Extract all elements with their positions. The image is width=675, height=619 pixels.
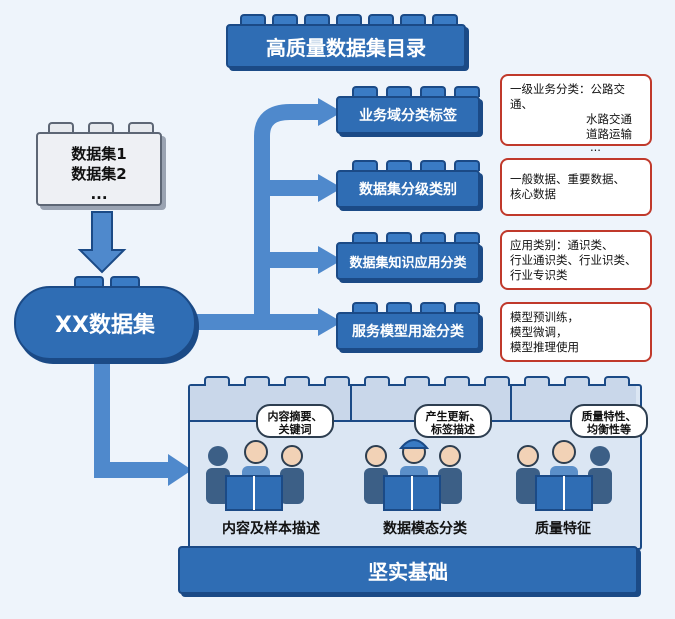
caption-modality: 数据模态分类 bbox=[383, 521, 467, 537]
branch-label: 业务域分类标签 bbox=[359, 108, 457, 124]
reader-group-3 bbox=[516, 440, 612, 511]
people-illustrations bbox=[206, 439, 612, 511]
dataset-item-2: 数据集2 bbox=[71, 165, 127, 183]
bubble-update-labels: 产生更新、标签描述 bbox=[414, 404, 492, 438]
foundation-label: 坚实基础 bbox=[368, 559, 448, 584]
branch-business-domain[interactable]: 业务域分类标签 bbox=[336, 96, 480, 134]
foundation-arrow-path bbox=[94, 355, 168, 478]
hub-node[interactable]: XX数据集 bbox=[14, 286, 196, 360]
dataset-item-more: ... bbox=[90, 185, 108, 203]
branch-trunk bbox=[190, 136, 270, 330]
branch-model-usage[interactable]: 服务模型用途分类 bbox=[336, 312, 480, 350]
note-business-domain: 一级业务分类：公路交通、 水路交通 道路运输 ... bbox=[500, 74, 652, 153]
branch-label: 数据集分级类别 bbox=[359, 182, 457, 198]
foundation-base: 坚实基础 bbox=[178, 546, 638, 594]
reader-group-2 bbox=[364, 439, 462, 511]
caption-content-sample: 内容及样本描述 bbox=[222, 521, 320, 537]
note-model-usage: 模型预训练， 模型微调， 模型推理使用 bbox=[500, 302, 652, 362]
arrow-branch-3 bbox=[318, 246, 342, 274]
reader-group-1 bbox=[206, 440, 304, 511]
arrow-down-to-hub bbox=[77, 211, 127, 274]
arrow-branch-2 bbox=[318, 174, 342, 202]
caption-quality: 质量特征 bbox=[535, 521, 591, 537]
bubble-quality: 质量特性、均衡性等 bbox=[570, 404, 648, 438]
hub-label: XX数据集 bbox=[55, 313, 155, 338]
note-knowledge-application: 应用类别：通识类、 行业通识类、行业识类、 行业专识类 bbox=[500, 230, 652, 290]
branch-knowledge-application[interactable]: 数据集知识应用分类 bbox=[336, 242, 480, 280]
arrow-branch-1 bbox=[318, 98, 342, 126]
arrow-branch-4 bbox=[318, 308, 342, 336]
arrow-to-foundation bbox=[168, 454, 192, 486]
bubble-content-summary: 内容摘要、关键词 bbox=[256, 404, 334, 438]
branch-label: 服务模型用途分类 bbox=[352, 324, 464, 340]
dataset-item-1: 数据集1 bbox=[71, 145, 127, 163]
dataset-list-box: 数据集1 数据集2 ... bbox=[36, 132, 162, 206]
branch-grading[interactable]: 数据集分级类别 bbox=[336, 170, 480, 208]
note-grading: 一般数据、重要数据、 核心数据 bbox=[500, 158, 652, 216]
branch-label: 数据集知识应用分类 bbox=[349, 255, 467, 271]
page-title: 高质量数据集目录 bbox=[226, 24, 466, 68]
